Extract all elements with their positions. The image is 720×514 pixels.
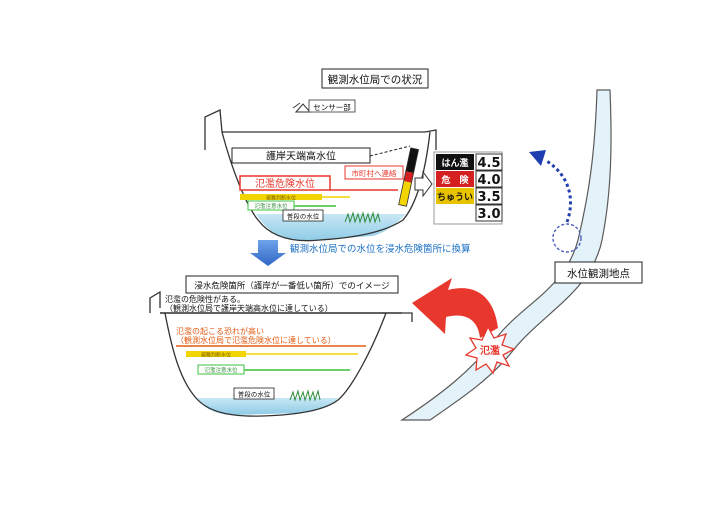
top-caution-bar xyxy=(240,194,322,200)
bottom-notice-label: 氾濫注意水位 xyxy=(204,366,238,374)
gauge-tag-bg xyxy=(436,171,474,187)
top-grass xyxy=(344,211,381,224)
flood-burst-icon xyxy=(464,325,516,375)
river-channel xyxy=(399,89,612,421)
station-point-label: 水位観測地点 xyxy=(567,267,630,280)
top-bank xyxy=(204,109,437,242)
gauge-tag-bg xyxy=(436,154,474,170)
bottom-normal-label: 普段の水位 xyxy=(238,390,271,399)
bottom-possible-line1: 氾濫の危険性がある。 xyxy=(165,294,245,304)
bottom-grass xyxy=(289,389,321,402)
bottom-caution-bar xyxy=(186,351,246,357)
bottom-water xyxy=(196,398,338,415)
top-levee-label: 護岸天端高水位 xyxy=(266,150,336,163)
dotted-arrow-head xyxy=(529,150,546,166)
bottom-risk-line1: 氾濫の起こる恐れが高い xyxy=(176,326,264,336)
gauge-value-box xyxy=(475,170,503,188)
station-point-circle xyxy=(552,223,582,253)
top-normal-box xyxy=(282,209,324,222)
gauge-value-box xyxy=(475,187,503,205)
sensor-icon xyxy=(294,103,312,113)
station-label-box xyxy=(554,261,643,284)
gauge-value-box xyxy=(475,204,503,222)
top-flood-danger-label: 氾濫危険水位 xyxy=(255,177,315,190)
bottom-caution-label: 避難判断水位 xyxy=(201,352,231,359)
top-contact-box xyxy=(344,165,404,180)
bottom-cross-section xyxy=(149,290,413,417)
river xyxy=(399,89,612,421)
station-title-box xyxy=(321,68,429,89)
gauge-value-box xyxy=(475,153,503,171)
gauge-tag-bg xyxy=(436,188,474,204)
gauge-tag-label: ちゅうい xyxy=(437,192,473,203)
dotted-arrow xyxy=(544,158,572,223)
convert-caption: 観測水位局での水位を浸水危険箇所に換算 xyxy=(290,243,471,255)
gauge-board: はん濫 4.5 危 険 4.0 ちゅうい 3.5 3.0 xyxy=(433,151,503,225)
flood-burst-label: 氾濫 xyxy=(480,344,500,357)
sensor-label: センサー部 xyxy=(313,102,351,112)
flood-red-arrow xyxy=(412,278,498,338)
bottom-risk-line2: （観測水位局で氾濫危険水位に達している） xyxy=(176,335,336,345)
gauge-value: 3.5 xyxy=(477,190,500,205)
gauge-value: 3.0 xyxy=(477,207,500,222)
top-contact-label: 市町村へ連絡 xyxy=(352,168,397,178)
gauge-tag-bg xyxy=(436,205,474,221)
station-title: 観測水位局での状況 xyxy=(328,73,423,86)
gauge-tag-label: はん濫 xyxy=(441,157,468,169)
bottom-possible-line2: （観測水位局で護岸天端高水位に達している） xyxy=(165,303,333,313)
bottom-normal-box xyxy=(233,387,275,400)
bottom-title-box xyxy=(185,275,399,294)
gauge-pointer-arrow xyxy=(414,170,433,198)
convert-down-arrow xyxy=(250,240,286,266)
gauge-pole xyxy=(398,147,420,207)
top-flood-danger-box xyxy=(239,175,331,191)
gauge-value: 4.5 xyxy=(477,156,500,171)
top-normal-label: 普段の水位 xyxy=(287,212,320,221)
top-notice-label: 氾濫注意水位 xyxy=(254,202,288,210)
gauge-tag-label: 危 険 xyxy=(440,174,469,186)
gauge-value: 4.0 xyxy=(477,173,500,188)
top-water xyxy=(256,214,406,241)
bottom-title: 浸水危険箇所（護岸が一番低い箇所）でのイメージ xyxy=(194,281,389,292)
top-caution-label: 避難判断水位 xyxy=(266,195,296,202)
